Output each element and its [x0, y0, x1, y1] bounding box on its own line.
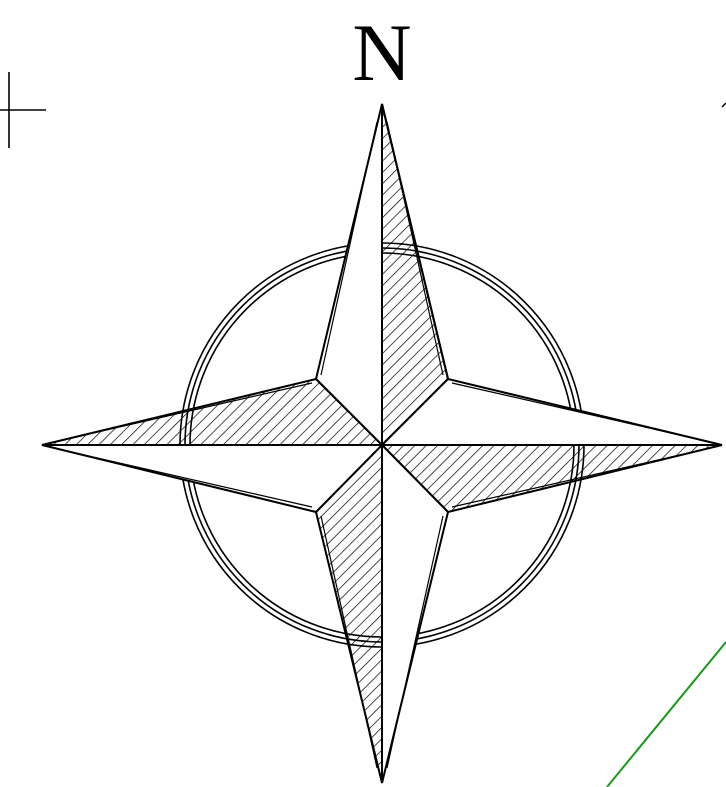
crosshair-icon: [0, 72, 46, 148]
guide-line: [606, 641, 726, 787]
north-label: N: [352, 7, 411, 98]
compass-star: [41, 103, 723, 784]
edge-tick: [721, 102, 726, 108]
west-point-top: [41, 377, 385, 446]
